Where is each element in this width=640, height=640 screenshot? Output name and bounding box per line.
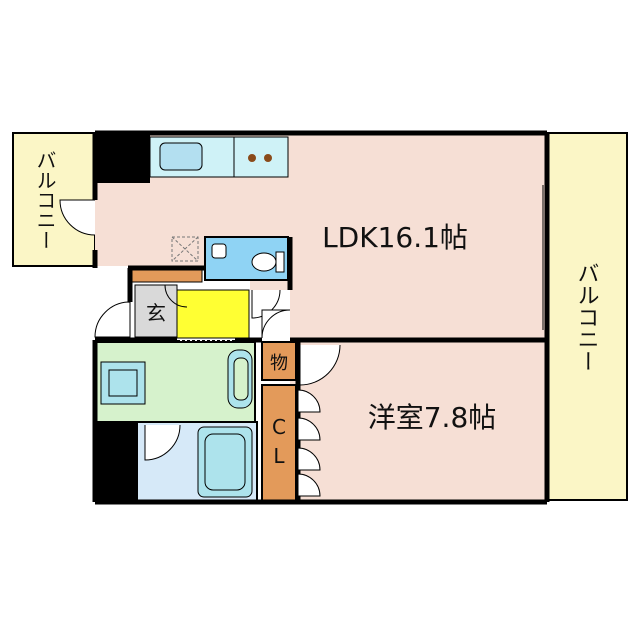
genkan	[134, 284, 178, 338]
storage-closet	[261, 341, 297, 381]
fridge-cross	[171, 236, 199, 262]
toilet-tank-icon	[275, 251, 285, 273]
toilet-icon	[251, 252, 277, 272]
genkan-label: 玄	[146, 301, 166, 325]
balcony-left-label: バルコニー	[33, 150, 57, 250]
door-swings	[59, 199, 341, 497]
closet-label-c: C	[272, 415, 286, 439]
windows	[542, 185, 546, 480]
wash-basin-inner	[233, 357, 249, 401]
washing-machine-inner	[108, 369, 138, 397]
balcony-right-label: バルコニー	[574, 262, 599, 372]
hall	[176, 289, 250, 339]
ldk-label: LDK16.1帖	[322, 221, 468, 254]
balcony-right	[546, 132, 628, 501]
bathtub-inner	[204, 433, 246, 491]
fridge-space	[171, 236, 199, 262]
western-room-label: 洋室7.8帖	[368, 401, 497, 434]
stove-burner-icon	[264, 154, 272, 162]
wall-block	[95, 422, 137, 502]
closet-label-l: L	[273, 444, 285, 468]
ldk-room	[95, 133, 547, 340]
walls	[92, 130, 550, 505]
wall-block	[95, 133, 150, 183]
toilet-wash-icon	[211, 243, 227, 259]
washing-machine-icon	[100, 361, 146, 405]
stove-burner-icon	[248, 154, 256, 162]
storage-label: 物	[270, 353, 288, 374]
sink-icon	[159, 142, 203, 171]
